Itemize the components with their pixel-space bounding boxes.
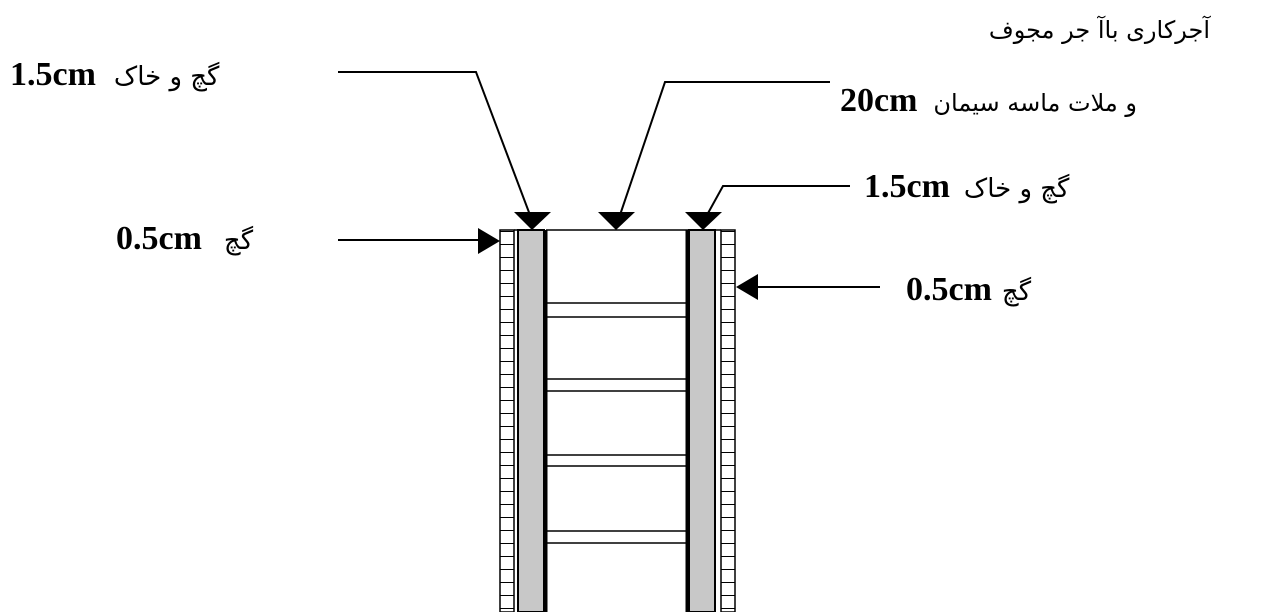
label-center-line2-value: 20cm	[840, 82, 918, 119]
hollow-brick-joints	[546, 302, 687, 544]
left-plaster-0.5cm-layer	[499, 229, 515, 612]
arrow-top-left	[514, 212, 551, 230]
arrowheads	[478, 212, 758, 300]
leader-lines	[338, 71, 880, 288]
right-plaster-0.5cm-layer	[720, 229, 736, 612]
label-right-upper-value: 1.5cm	[864, 168, 950, 205]
label-right-upper-text: گچ و خاک	[963, 174, 1070, 204]
label-right-inner: 0.5cm گچ	[906, 273, 1031, 307]
arrow-left-side	[478, 228, 500, 254]
right-gypsum-soil-layer	[688, 229, 716, 612]
label-right-inner-value: 0.5cm	[906, 271, 992, 308]
label-center-line2-text: و ملات ماسه سیمان	[933, 89, 1137, 117]
arrow-top-center	[598, 212, 635, 230]
label-center-line1: آجرکاری باآ جر مجوف	[988, 16, 1210, 44]
left-gypsum-soil-layer	[517, 229, 545, 612]
label-center-line2: 20cm و ملات ماسه سیمان	[840, 84, 1137, 118]
label-left-inner: 0.5cm گچ	[116, 222, 253, 256]
label-right-upper: 1.5cm گچ و خاک	[864, 170, 1069, 204]
label-top-left-value: 1.5cm	[10, 56, 96, 93]
arrow-right-side	[736, 274, 758, 300]
label-left-inner-value: 0.5cm	[116, 220, 202, 257]
label-top-left: 1.5cm گچ و خاک	[10, 58, 219, 92]
arrow-top-right	[685, 212, 722, 230]
label-left-inner-text: گچ	[223, 226, 254, 256]
label-top-left-text: گچ و خاک	[113, 62, 220, 92]
label-right-inner-text: گچ	[1001, 277, 1032, 307]
